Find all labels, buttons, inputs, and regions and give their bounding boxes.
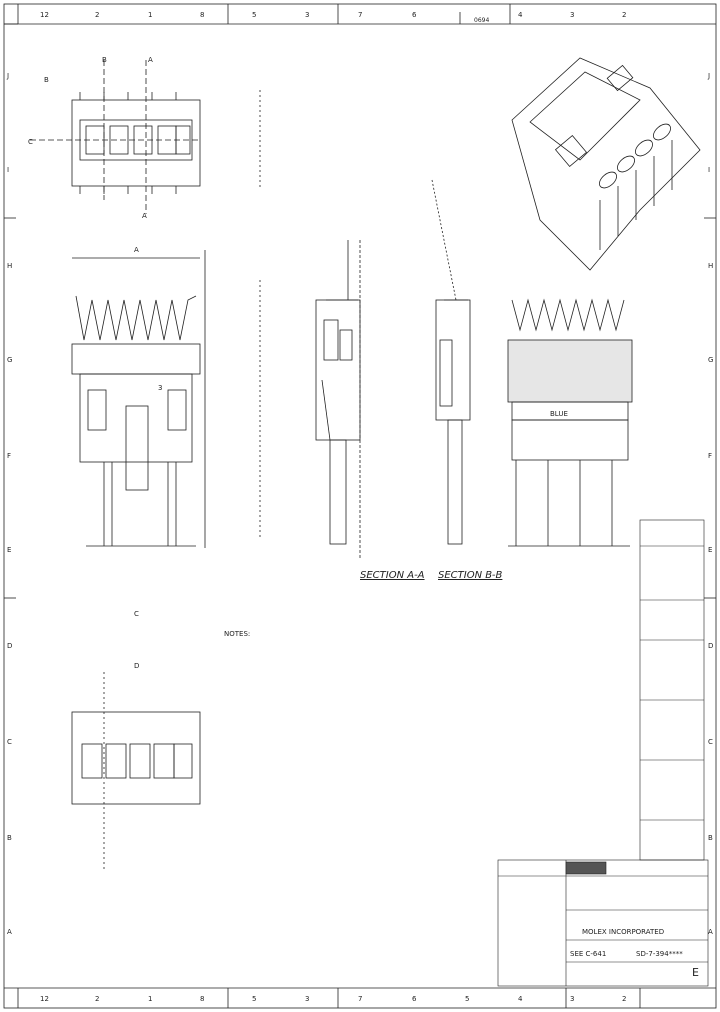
zone-bottom-2: 2 [95,995,99,1003]
zone-top-12: 2 [622,11,626,19]
zone-bottom-4: 8 [200,995,204,1003]
zone-right-f: F [708,452,712,460]
zone-right-c: C [708,738,713,746]
title-block-text: MOLEX INCORPORATED SEE C-641 SD-7-394***… [570,928,699,979]
front-view [71,250,261,548]
zone-bottom-5: 5 [252,995,256,1003]
section-marker-b-top: B [102,56,107,64]
sheet-reference: SEE C-641 [570,950,606,958]
zone-left-h: H [7,262,12,270]
sheet-border [3,3,717,1009]
zone-left-e: E [7,546,11,554]
isometric-view [511,57,701,271]
bottom-zone-labels: 12 2 1 8 5 3 7 6 5 4 3 2 [40,995,626,1003]
top-zone-labels: 12 2 1 8 5 3 7 6 4 3 2 0694 [40,11,626,24]
zone-left-c: C [7,738,12,746]
front-view-reference-a: A [134,246,139,254]
zone-right-j: J [707,72,710,80]
zone-top-2: 2 [95,11,99,19]
zone-right-b: B [708,834,713,842]
zone-top-6: 3 [305,11,309,19]
right-elevation-view [507,298,633,547]
zone-left-i: I [7,166,9,174]
detail-c-label: C [134,610,139,618]
zone-bottom-7: 7 [358,995,362,1003]
zone-top-7: 7 [358,11,362,19]
zone-top-10: 4 [518,11,523,19]
reference-c: C [28,138,33,146]
notes-title: NOTES: [224,630,250,638]
zone-left-b: B [7,834,12,842]
section-marker-b: B [44,76,49,84]
revision-letter: E [692,966,699,979]
zone-right-a: A [708,928,713,936]
zone-left-d: D [7,642,12,650]
revision-tag: 0694 [474,17,489,24]
front-view-labels: A 3 [134,246,162,392]
zone-top-5: 5 [252,11,256,19]
zone-bottom-6: 3 [305,995,309,1003]
zone-bottom-8: 6 [412,995,417,1003]
right-zone-labels: J I H G F E D C B A [707,72,713,936]
zone-bottom-12: 2 [622,995,626,1003]
zone-right-d: D [708,642,713,650]
top-view [30,60,261,214]
zone-left-g: G [7,356,12,364]
zone-top-8: 6 [412,11,417,19]
zone-left-j: J [6,72,9,80]
zone-left-f: F [7,452,11,460]
zone-bottom-1: 12 [40,995,49,1003]
section-marker-a: A [148,56,153,64]
section-aa-view [315,240,361,560]
detail-d-label: D [134,662,139,670]
zone-top-3: 1 [148,11,152,19]
zone-bottom-9: 5 [465,995,469,1003]
section-marker-a-bottom: A [142,212,147,220]
section-bb-title: SECTION B-B [438,570,503,581]
zone-bottom-10: 4 [518,995,523,1003]
section-bb-view [431,179,471,545]
zone-left-a: A [7,928,12,936]
zone-right-g: G [708,356,713,364]
zone-right-i: I [708,166,710,174]
top-view-labels: B B A C A [28,56,153,220]
zone-bottom-11: 3 [570,995,574,1003]
section-aa-title: SECTION A-A [360,570,425,581]
title-block [497,859,709,987]
revision-column [639,519,705,861]
colour-label: BLUE [550,410,568,418]
zone-top-4: 8 [200,11,204,19]
zone-bottom-3: 1 [148,995,152,1003]
zone-top-1: 12 [40,11,49,19]
zone-right-e: E [708,546,712,554]
company-name: MOLEX INCORPORATED [582,928,664,936]
document-number: SD-7-394**** [636,950,683,958]
zone-top-11: 3 [570,11,574,19]
detail-view [71,672,201,870]
left-zone-labels: J I H G F E D C B A [6,72,12,936]
detail-labels: C D [134,610,139,670]
pin-count-label: 3 [158,384,162,392]
zone-right-h: H [708,262,713,270]
